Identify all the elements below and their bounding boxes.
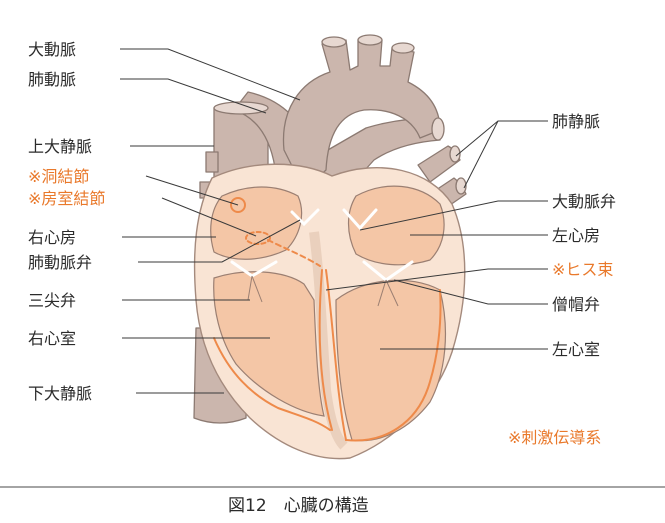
svc-opening — [213, 101, 269, 115]
label-superior-vena-cava: 上大静脈 — [28, 137, 92, 156]
label-pulmonary-valve: 肺動脈弁 — [28, 253, 92, 272]
label-left-atrium: 左心房 — [552, 226, 600, 245]
left-labels: 大動脈 肺動脈 上大静脈 ※洞結節 ※房室結節 右心房 肺動脈弁 三尖弁 右心室… — [28, 40, 105, 403]
label-conduction-system: ※刺激伝導系 — [508, 428, 601, 447]
av-node-mark — [245, 231, 271, 245]
aorta-shape — [282, 39, 441, 191]
label-aortic-valve: 大動脈弁 — [552, 192, 616, 211]
left-bundle-branch — [325, 269, 347, 441]
right-atrium-chamber — [210, 186, 303, 260]
label-aorta: 大動脈 — [28, 40, 76, 59]
label-inferior-vena-cava: 下大静脈 — [28, 384, 92, 403]
aorta-branch-3-opening — [391, 42, 415, 54]
pulmonary-vein-opening-1 — [449, 145, 461, 163]
label-tricuspid-valve: 三尖弁 — [28, 291, 76, 310]
right-bundle-branch — [318, 269, 333, 431]
label-left-ventricle: 左心室 — [552, 340, 600, 359]
label-av-node: ※房室結節 — [28, 189, 105, 208]
interventricular-septum — [309, 231, 348, 450]
right-labels: 肺静脈 大動脈弁 左心房 ※ヒス束 僧帽弁 左心室 ※刺激伝導系 — [508, 112, 616, 447]
aorta-branch-2-opening — [357, 34, 383, 46]
label-right-ventricle: 右心室 — [28, 329, 76, 348]
figure-caption: 図12 心臓の構造 — [228, 496, 369, 516]
pulmonary-vein-opening-2 — [455, 177, 467, 195]
left-purkinje-fibers — [345, 289, 442, 442]
pulmonary-artery-opening — [431, 117, 445, 141]
left-atrium-chamber — [347, 185, 445, 266]
pulmonary-valve-shape — [290, 208, 320, 227]
leader-lines — [120, 48, 548, 394]
sa-node-mark — [230, 197, 246, 213]
right-purkinje-fibers — [213, 337, 331, 431]
left-ventricle-chamber — [335, 279, 447, 442]
chordae-tendineae — [247, 275, 399, 307]
left-vessel-stub-upper — [205, 151, 219, 173]
label-pulmonary-vein: 肺静脈 — [552, 112, 600, 131]
aorta-branch-1-opening — [321, 36, 347, 48]
his-bundle-path — [267, 239, 321, 267]
label-right-atrium: 右心房 — [28, 228, 76, 247]
conduction-system-lines — [213, 197, 442, 442]
aortic-valve-shape — [342, 208, 378, 231]
right-ventricle-chamber — [213, 271, 325, 417]
label-his-bundle: ※ヒス束 — [552, 260, 613, 279]
vessel-openings — [213, 34, 467, 195]
label-sa-node: ※洞結節 — [28, 167, 89, 186]
label-pulmonary-artery: 肺動脈 — [28, 70, 76, 89]
label-mitral-valve: 僧帽弁 — [552, 295, 600, 314]
